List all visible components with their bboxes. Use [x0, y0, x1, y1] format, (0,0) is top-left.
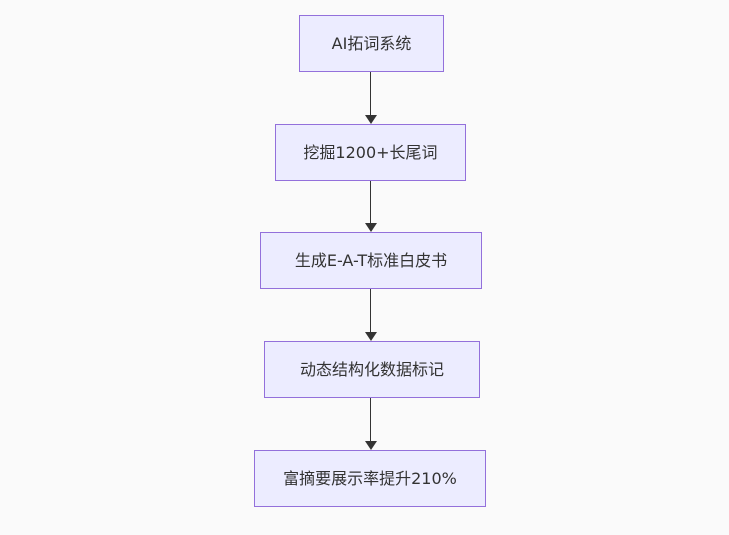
- node-label: 挖掘1200+长尾词: [303, 142, 438, 162]
- arrowhead-down-icon: [364, 332, 377, 341]
- arrow-line: [369, 72, 372, 115]
- node-label: 生成E-A-T标准白皮书: [294, 250, 448, 270]
- node-label: 动态结构化数据标记: [299, 359, 444, 379]
- flowchart-node-rich-snippet-result: 富摘要展示率提升210%: [254, 450, 486, 507]
- flowchart-node-longtail-mining: 挖掘1200+长尾词: [275, 124, 466, 181]
- flow-arrow-2: [364, 181, 377, 232]
- arrow-line: [369, 289, 372, 332]
- arrow-line: [369, 181, 372, 223]
- node-label: AI拓词系统: [331, 33, 412, 53]
- flow-arrow-4: [364, 398, 377, 450]
- arrow-line: [369, 398, 372, 441]
- flowchart-node-ai-expansion: AI拓词系统: [299, 15, 444, 72]
- flow-arrow-3: [364, 289, 377, 341]
- arrowhead-down-icon: [364, 115, 377, 124]
- flowchart-node-structured-data: 动态结构化数据标记: [264, 341, 480, 398]
- flowchart-node-eat-whitepaper: 生成E-A-T标准白皮书: [260, 232, 482, 289]
- arrowhead-down-icon: [364, 441, 377, 450]
- flow-arrow-1: [364, 72, 377, 124]
- arrowhead-down-icon: [364, 223, 377, 232]
- node-label: 富摘要展示率提升210%: [283, 468, 457, 488]
